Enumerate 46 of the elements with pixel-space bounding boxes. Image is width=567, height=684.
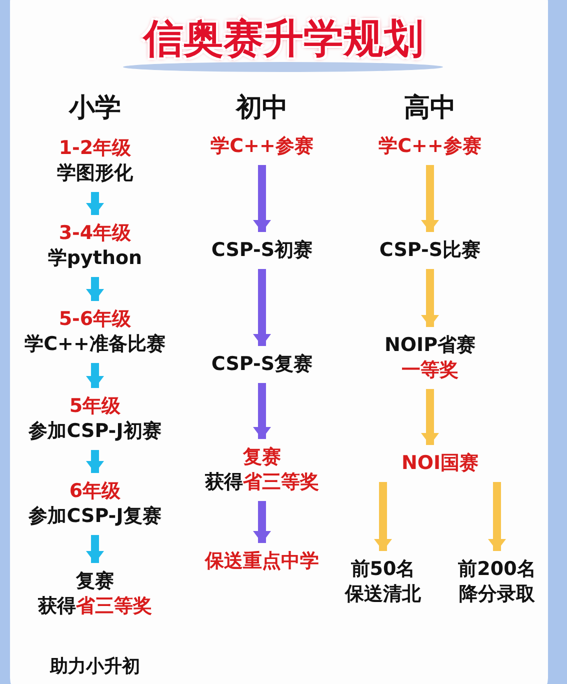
step-text: 学C++参赛 xyxy=(378,134,482,159)
arrow xyxy=(421,389,439,445)
step-text: 参加CSP-J初赛 xyxy=(28,419,162,444)
arrow xyxy=(86,192,104,215)
step-text: 获得省三等奖 xyxy=(204,470,320,495)
arrow xyxy=(253,269,271,346)
title: 信奥赛升学规划 xyxy=(142,15,424,64)
step-text: 参加CSP-J复赛 xyxy=(28,504,162,529)
column-heading: 初中 xyxy=(236,92,288,125)
step-text: 前200名 xyxy=(457,557,537,582)
arrow xyxy=(253,383,271,439)
arrow xyxy=(421,269,439,327)
step-text: 复赛 xyxy=(74,569,115,594)
step-text: 学C++准备比赛 xyxy=(24,332,166,357)
step-text: 5-6年级 xyxy=(58,307,132,332)
column-heading: 高中 xyxy=(404,92,456,125)
step-text: 保送重点中学 xyxy=(204,549,320,574)
arrow xyxy=(374,482,392,551)
step-text: NOIP省赛 xyxy=(383,333,477,358)
step-text: 复赛 xyxy=(242,445,282,470)
step-text: 3-4年级 xyxy=(58,221,132,246)
step-text: 获得省三等奖 xyxy=(37,594,153,619)
step-text: 一等奖 xyxy=(400,358,460,383)
arrow xyxy=(421,165,439,232)
step-text: 5年级 xyxy=(68,394,122,419)
step-text: CSP-S复赛 xyxy=(210,352,314,377)
step-text: 保送清北 xyxy=(344,582,422,607)
step-text: 6年级 xyxy=(68,479,122,504)
step-text: 学图形化 xyxy=(56,161,134,186)
arrow xyxy=(86,450,104,473)
arrow xyxy=(253,165,271,232)
arrow xyxy=(86,363,104,388)
step-text: CSP-S初赛 xyxy=(210,238,314,263)
note-text: 助力小升初 xyxy=(50,655,140,678)
step-text: NOI国赛 xyxy=(400,451,480,476)
step-text: 降分录取 xyxy=(458,582,536,607)
step-text: CSP-S比赛 xyxy=(378,238,482,263)
column-heading: 小学 xyxy=(69,92,121,125)
step-text: 学python xyxy=(46,246,144,271)
arrow xyxy=(86,277,104,301)
arrow xyxy=(253,501,271,543)
step-text: 1-2年级 xyxy=(58,136,132,161)
arrow xyxy=(488,482,506,551)
step-text: 学C++参赛 xyxy=(210,134,314,159)
arrow xyxy=(86,535,104,563)
step-text: 前50名 xyxy=(350,557,416,582)
